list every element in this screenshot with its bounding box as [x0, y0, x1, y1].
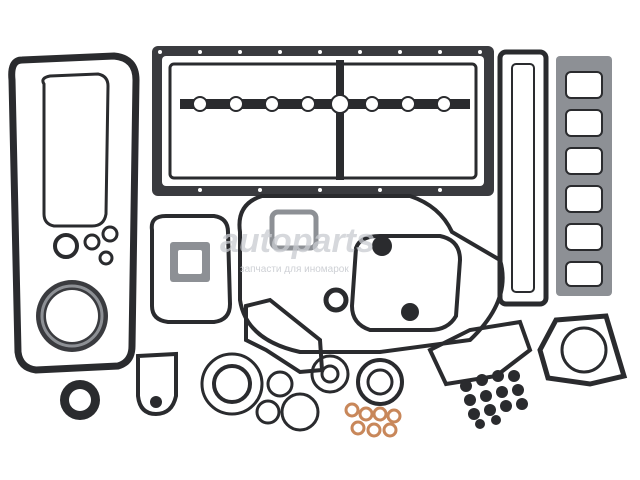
cylinder-head-gasket	[152, 46, 494, 196]
small-o-rings-left	[53, 225, 119, 266]
injector-gasket	[427, 319, 533, 387]
thermostat-gasket	[136, 351, 178, 417]
copper-washers	[344, 402, 402, 438]
oil-pan-gasket	[8, 52, 140, 374]
rear-seal-small	[60, 380, 100, 420]
turbo-gasket	[149, 214, 233, 324]
water-pump-gasket	[537, 313, 628, 387]
watermark: autoparts запчасти для иномарок	[220, 222, 375, 275]
watermark-caption: запчасти для иномарок	[240, 264, 349, 275]
crankshaft-seal	[36, 280, 108, 352]
egr-gasket	[349, 234, 463, 332]
manifold-gasket	[556, 56, 612, 296]
strip-gasket	[497, 49, 549, 307]
valve-stem-seals	[460, 370, 528, 429]
watermark-brand: autoparts	[220, 222, 375, 260]
oil-cooler-gasket	[244, 297, 325, 375]
timing-cover-gasket	[237, 194, 505, 354]
o-ring-group	[200, 352, 404, 432]
